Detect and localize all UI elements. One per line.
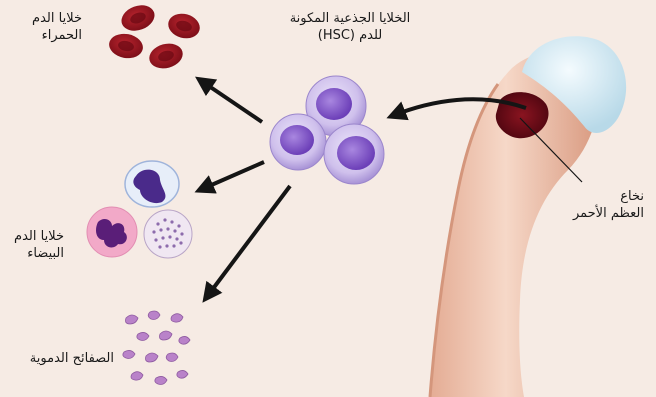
white-blood-cells-label-line1: خلايا الدم: [12, 228, 64, 245]
hsc-cell-cluster: [270, 76, 384, 184]
red-blood-cell: [118, 1, 158, 35]
platelet: [137, 332, 149, 340]
platelet: [160, 331, 173, 340]
red-blood-cell: [146, 40, 185, 72]
white-blood-cells-label-line2: البيضاء: [12, 245, 64, 262]
red-marrow-label-line2: العظم الأحمر: [562, 205, 644, 222]
red-blood-cells: [107, 1, 202, 72]
red-blood-cell: [107, 31, 145, 61]
platelet: [177, 370, 188, 378]
platelet: [131, 372, 143, 380]
platelet: [123, 350, 135, 358]
white-blood-cell-neutrophil: [87, 207, 137, 257]
arrow-to-white-cells: [200, 162, 264, 190]
white-blood-cell-basophil: [144, 210, 192, 258]
platelet: [155, 376, 167, 384]
red-blood-cells-label-line2: الحمراء: [20, 27, 82, 44]
hsc-label: الخلايا الجذعية المكونة للدم (HSC): [275, 10, 425, 44]
red-blood-cells-label-line1: خلايا الدم: [20, 10, 82, 27]
white-blood-cell-monocyte: [125, 161, 179, 207]
red-marrow-label-line1: نخاع: [562, 188, 644, 205]
arrow-to-platelets: [206, 186, 290, 298]
platelet: [148, 311, 160, 320]
platelet: [171, 314, 183, 322]
arrow-to-red-cells: [200, 80, 262, 122]
platelet: [179, 336, 190, 344]
white-blood-cells: [87, 161, 192, 258]
red-blood-cell: [165, 10, 202, 41]
hsc-label-line1: الخلايا الجذعية المكونة: [275, 10, 425, 27]
platelet: [146, 353, 159, 362]
platelets-label-line1: الصفائح الدموية: [4, 350, 114, 367]
platelets-cluster: [123, 311, 190, 385]
hsc-label-line2: للدم (HSC): [275, 27, 425, 44]
platelets-label: الصفائح الدموية: [4, 350, 114, 367]
red-blood-cells-label: خلايا الدم الحمراء: [20, 10, 82, 44]
white-blood-cells-label: خلايا الدم البيضاء: [12, 228, 64, 262]
platelet: [126, 315, 139, 324]
platelet: [166, 353, 178, 362]
hsc-cell-left: [270, 114, 326, 170]
hsc-cell-right: [324, 124, 384, 184]
red-marrow-label: نخاع العظم الأحمر: [562, 188, 644, 222]
